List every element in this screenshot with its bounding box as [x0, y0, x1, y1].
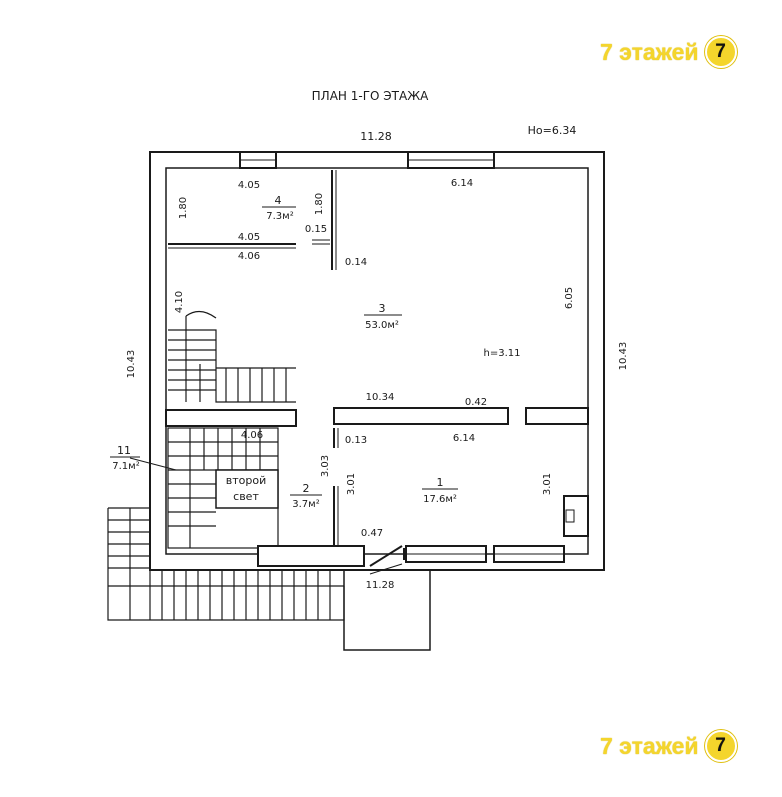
- dim-top-width: 11.28: [360, 130, 392, 143]
- dim-room4-h-left: 1.80: [178, 197, 189, 219]
- middle-partition-left: [165, 409, 297, 427]
- room4-area: 7.3м²: [266, 211, 293, 222]
- outer-stairs: [107, 507, 345, 621]
- dim-room1-height-right: 3.01: [542, 473, 553, 495]
- watermark-text: 7 этажей: [600, 38, 699, 65]
- room3-number: 3: [379, 302, 386, 315]
- dim-047: 0.47: [361, 528, 383, 539]
- dim-outer-left: 10.43: [126, 350, 137, 379]
- dim-below-room4: 4.06: [238, 251, 260, 262]
- stairs-lower: [167, 427, 279, 549]
- second-light-line2: свет: [233, 490, 259, 503]
- dim-bottom: 11.28: [366, 580, 395, 591]
- bottom-wall-block: [257, 545, 365, 567]
- plan-title: ПЛАН 1-ГО ЭТАЖА: [312, 89, 429, 103]
- entrance-door: [369, 545, 403, 567]
- middle-partition-center: [333, 407, 509, 425]
- room2-area: 3.7м²: [292, 499, 319, 510]
- room1-area: 17.6м²: [423, 494, 457, 505]
- dim-room1-height: 3.01: [346, 473, 357, 495]
- room3-area: 53.0м²: [365, 320, 399, 331]
- dim-stair-len: 4.10: [174, 291, 185, 313]
- dim-room2-height: 3.03: [320, 455, 331, 477]
- dim-partition-thick: 0.42: [465, 397, 487, 408]
- second-light-line1: второй: [226, 474, 266, 487]
- room4-number: 4: [275, 194, 282, 207]
- dim-015: 0.15: [305, 224, 327, 235]
- second-light-box: [215, 469, 279, 509]
- watermark-badge-icon: 7: [704, 36, 737, 68]
- dim-top-window: 6.14: [451, 178, 473, 189]
- dim-right-room3: 6.05: [564, 287, 575, 309]
- room2-number: 2: [303, 482, 310, 495]
- dim-outer-right: 10.43: [618, 342, 629, 371]
- middle-partition-right: [525, 407, 589, 425]
- stairs-upper: [168, 310, 296, 403]
- dim-room1-width: 6.14: [453, 433, 475, 444]
- ceiling-height: h=3.11: [484, 348, 521, 359]
- room1-number: 1: [437, 476, 444, 489]
- watermark-bottom: 7 этажей 7: [600, 730, 737, 762]
- porch: [343, 570, 431, 651]
- height-mark: Но=6.34: [528, 124, 577, 137]
- dim-room4-bottom: 4.05: [238, 232, 260, 243]
- room11-number: 11: [117, 444, 131, 457]
- inner-wall-outline: [165, 167, 589, 555]
- watermark-top: 7 этажей 7: [600, 36, 737, 68]
- dim-room4-top: 4.05: [238, 180, 260, 191]
- watermark-text: 7 этажей: [600, 732, 699, 759]
- fireplace: [563, 495, 589, 537]
- dim-room4-h-right: 1.80: [314, 193, 325, 215]
- dim-013: 0.13: [345, 435, 367, 446]
- room11-area: 7.1м²: [112, 461, 139, 472]
- dim-partition-len: 10.34: [366, 392, 395, 403]
- dim-room11: 4.06: [241, 430, 263, 441]
- dim-014: 0.14: [345, 257, 367, 268]
- watermark-badge-icon: 7: [704, 730, 737, 762]
- outer-wall-outline: [149, 151, 605, 571]
